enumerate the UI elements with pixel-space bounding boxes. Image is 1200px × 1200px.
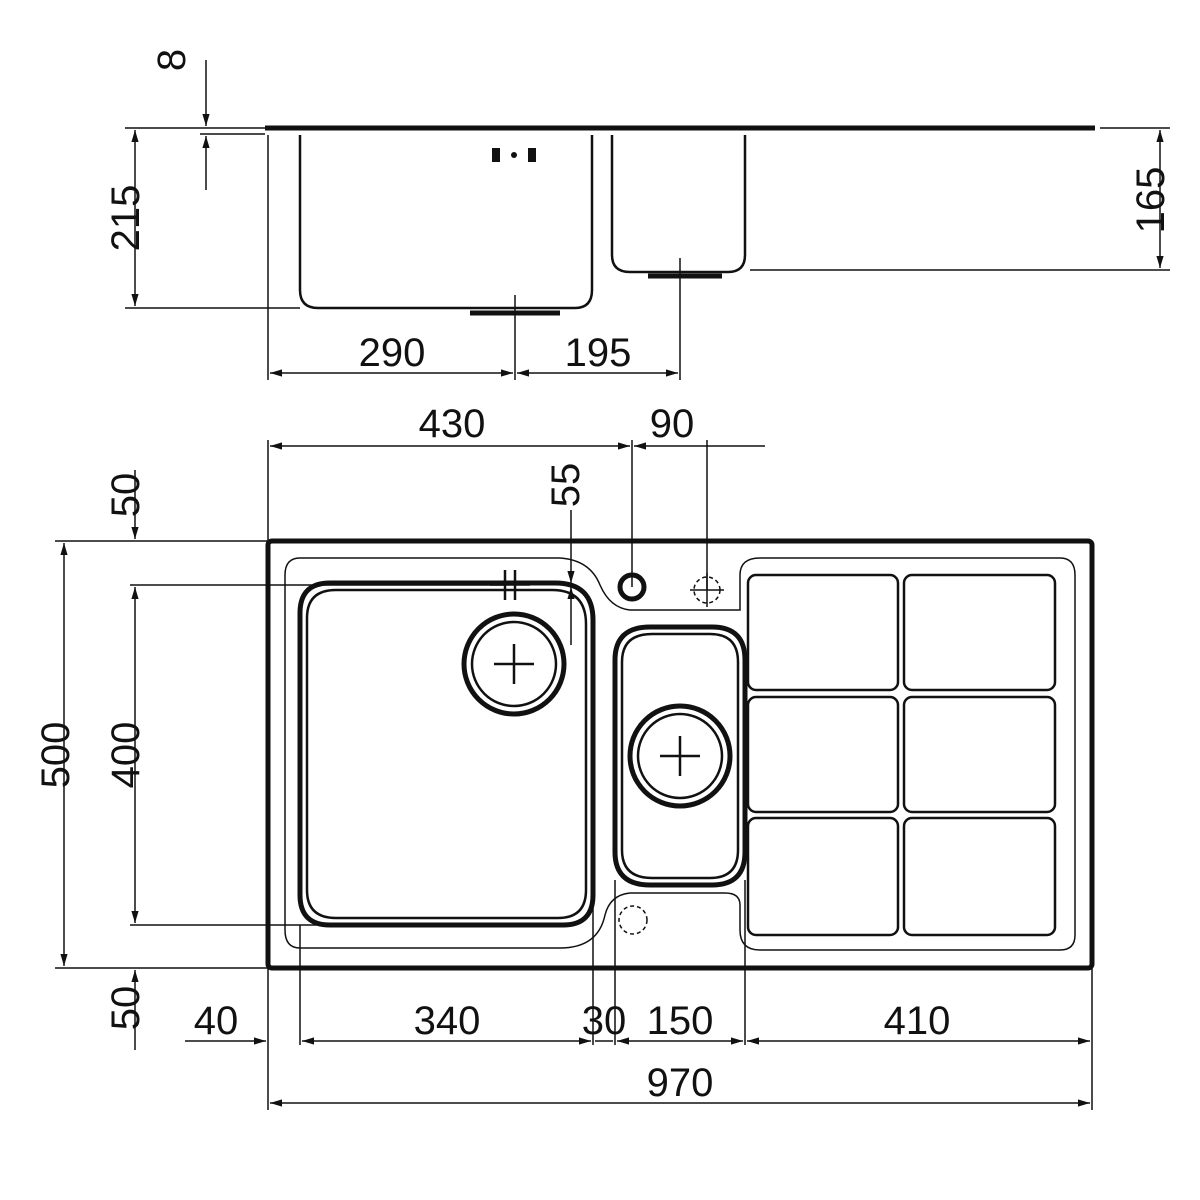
optional-hole-icon — [618, 905, 648, 935]
dim-430: 430 — [419, 402, 486, 446]
drainer-grid — [746, 573, 1057, 937]
dim-150: 150 — [647, 999, 714, 1043]
dim-90: 90 — [650, 402, 695, 446]
small-drain-icon — [627, 703, 733, 809]
main-drain-icon — [461, 611, 567, 717]
main-bowl-section — [298, 135, 594, 310]
dim-40: 40 — [194, 999, 239, 1043]
dim-400: 400 — [104, 722, 148, 789]
dim-215: 215 — [104, 185, 148, 252]
main-bowl — [297, 580, 596, 928]
dim-30: 30 — [582, 999, 627, 1043]
side-view: 8 215 165 290 195 — [104, 49, 1173, 380]
small-bowl-section — [610, 135, 747, 274]
dim-410: 410 — [884, 999, 951, 1043]
sink-outline — [265, 538, 1095, 971]
dim-50-bottom: 50 — [104, 986, 148, 1031]
dim-500: 500 — [34, 722, 78, 789]
dim-8: 8 — [150, 49, 194, 71]
dim-55: 55 — [544, 463, 588, 508]
dim-50-top: 50 — [104, 473, 148, 518]
small-bowl — [612, 624, 748, 888]
dim-340: 340 — [414, 999, 481, 1043]
dim-195: 195 — [565, 331, 632, 375]
plan-view: 430 90 50 55 500 400 50 40 340 30 150 41… — [34, 402, 1095, 1110]
dim-165: 165 — [1129, 167, 1173, 234]
dim-290: 290 — [359, 331, 426, 375]
overflow-icon — [492, 148, 536, 162]
dim-970: 970 — [647, 1061, 714, 1105]
